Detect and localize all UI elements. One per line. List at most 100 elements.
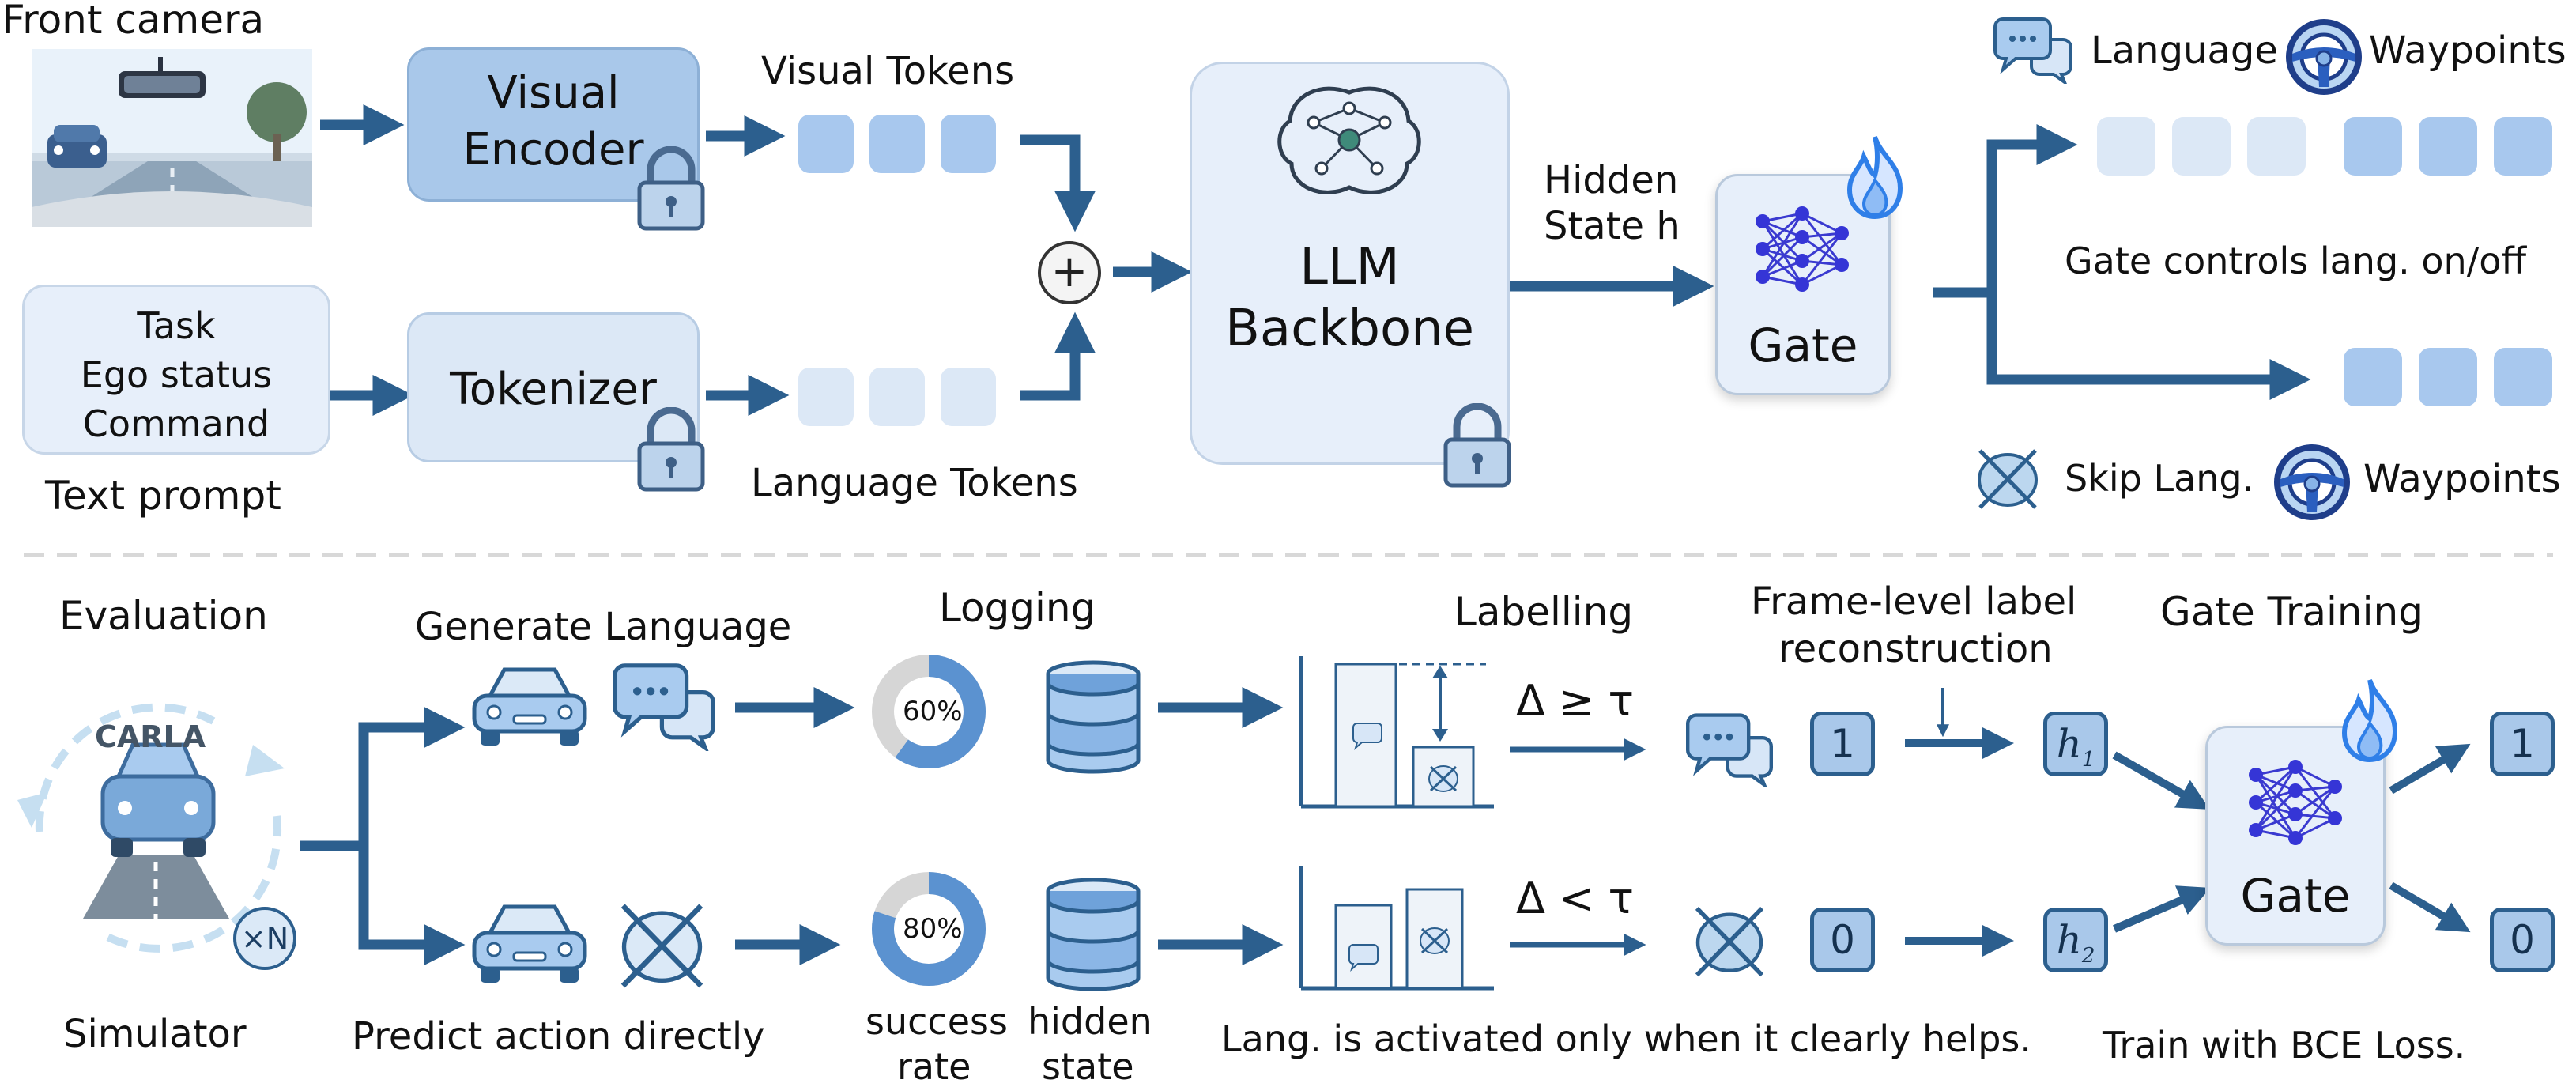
success-rate-line-2: rate xyxy=(897,1045,971,1088)
gate-training-gate-label: Gate xyxy=(2240,869,2351,923)
output-language-token xyxy=(2097,117,2155,176)
frame-level-line-1: Frame-level label xyxy=(1751,579,2077,624)
predict-action-label: Predict action directly xyxy=(352,1014,765,1059)
language-tokens-label: Language Tokens xyxy=(751,461,1078,505)
label-zero-box: 0 xyxy=(1810,908,1875,972)
carla-label: CARLA xyxy=(95,719,206,754)
success-rate-bottom-value: 80% xyxy=(903,913,963,945)
database-icon xyxy=(1046,878,1141,991)
legend-waypoints-label-1: Waypoints xyxy=(2369,28,2567,73)
brain-icon xyxy=(1277,86,1421,194)
arrow-h1-to-gate xyxy=(2112,751,2210,810)
steering-wheel-icon xyxy=(2274,444,2350,520)
output-one-box: 1 xyxy=(2490,712,2555,776)
arrow-gate-branch-bottom xyxy=(1986,293,2311,400)
h1-symbol: h xyxy=(2056,721,2082,767)
language-token xyxy=(941,368,996,426)
tokenizer-label: Tokenizer xyxy=(450,364,657,415)
legend-waypoints-label-2: Waypoints xyxy=(2363,457,2561,501)
llm-line-1: LLM xyxy=(1299,238,1400,296)
label-one-box: 1 xyxy=(1810,712,1875,776)
visual-token xyxy=(941,115,996,173)
skip-language-icon xyxy=(620,904,703,988)
visual-encoder-line-1: Visual xyxy=(487,67,620,119)
gate-training-label: Gate Training xyxy=(2160,589,2423,635)
skip-lang-label: Skip Lang. xyxy=(2065,457,2254,500)
skip-language-icon xyxy=(1695,906,1764,977)
prompt-line-command: Command xyxy=(82,402,270,445)
legend-language-label: Language xyxy=(2091,28,2278,73)
carla-simulator-image xyxy=(17,703,285,953)
labelling-label: Labelling xyxy=(1454,589,1634,635)
success-rate-donut-top xyxy=(872,655,986,768)
logging-label: Logging xyxy=(939,585,1096,631)
text-prompt-label: Text prompt xyxy=(45,473,281,519)
car-icon xyxy=(472,904,587,983)
car-icon xyxy=(472,667,587,746)
language-token xyxy=(798,368,854,426)
output-waypoint-token xyxy=(2344,348,2402,406)
chat-bubble-icon xyxy=(1686,713,1773,787)
visual-encoder-line-2: Encoder xyxy=(462,124,644,176)
hidden-state-line-1b: hidden xyxy=(1028,1000,1152,1043)
llm-line-2: Backbone xyxy=(1224,300,1475,358)
gate-controls-label: Gate controls lang. on/off xyxy=(2065,240,2527,282)
delta-ge-label: Δ ≥ τ xyxy=(1516,676,1635,726)
output-language-token xyxy=(2172,117,2231,176)
h2-box: h2 xyxy=(2043,908,2108,972)
h1-box: h1 xyxy=(2043,712,2108,776)
arrow-sim-branch-bottom xyxy=(358,846,466,965)
output-waypoint-token xyxy=(2494,348,2552,406)
success-rate-top-value: 60% xyxy=(903,696,963,727)
skip-language-icon xyxy=(1978,449,2038,509)
chat-bubble-icon xyxy=(613,663,715,751)
hidden-state-line-2b: state xyxy=(1042,1045,1134,1088)
front-camera-image xyxy=(32,49,312,227)
hidden-state-line-1: Hidden xyxy=(1544,158,1679,202)
arrow-vtokens-to-plus xyxy=(1020,134,1096,232)
language-token xyxy=(869,368,925,426)
frame-level-line-2: reconstruction xyxy=(1778,627,2053,671)
arrow-h2-to-gate xyxy=(2113,885,2211,933)
h2-subscript: 2 xyxy=(2081,944,2095,968)
lock-icon xyxy=(637,407,705,492)
lang-activated-caption: Lang. is activated only when it clearly … xyxy=(1221,1017,2031,1060)
visual-token xyxy=(798,115,854,173)
neural-network-icon xyxy=(2249,760,2342,845)
arrow-sim-branch-top xyxy=(300,707,466,851)
repeat-n-badge: ×N xyxy=(233,907,296,970)
lock-icon xyxy=(637,146,705,231)
prompt-line-ego: Ego status xyxy=(80,353,273,396)
arrow-gate-to-zero xyxy=(2389,881,2471,933)
labelling-chart-top xyxy=(1299,656,1494,809)
train-bce-caption: Train with BCE Loss. xyxy=(2103,1024,2466,1066)
output-zero-box: 0 xyxy=(2490,908,2555,972)
visual-token xyxy=(869,115,925,173)
database-icon xyxy=(1046,660,1141,774)
arrow-gate-to-one xyxy=(2389,743,2471,795)
arrow-gate-branch-top xyxy=(1933,124,2078,298)
hidden-state-line-2: State h xyxy=(1544,204,1680,248)
flame-icon xyxy=(2341,678,2398,763)
plus-combiner: + xyxy=(1038,241,1101,304)
lock-icon xyxy=(1443,403,1511,488)
output-waypoint-token xyxy=(2419,117,2477,176)
front-camera-label: Front camera xyxy=(2,0,265,43)
delta-lt-label: Δ < τ xyxy=(1516,874,1635,923)
chat-bubble-icon xyxy=(1993,17,2072,84)
simulator-label: Simulator xyxy=(63,1012,247,1056)
labelling-chart-bottom xyxy=(1299,866,1494,991)
success-rate-line-1: success xyxy=(866,1000,1008,1043)
success-rate-donut-bottom xyxy=(872,872,986,986)
prompt-line-task: Task xyxy=(137,304,216,347)
steering-wheel-icon xyxy=(2286,19,2362,95)
generate-language-label: Generate Language xyxy=(415,605,792,649)
output-waypoint-token xyxy=(2419,348,2477,406)
neural-network-icon xyxy=(1756,206,1849,292)
visual-tokens-label: Visual Tokens xyxy=(761,49,1015,93)
arrow-ltokens-to-plus xyxy=(1020,311,1096,401)
flame-icon xyxy=(1846,135,1903,220)
text-prompt-box: Task Ego status Command xyxy=(22,285,330,455)
output-language-token xyxy=(2247,117,2306,176)
